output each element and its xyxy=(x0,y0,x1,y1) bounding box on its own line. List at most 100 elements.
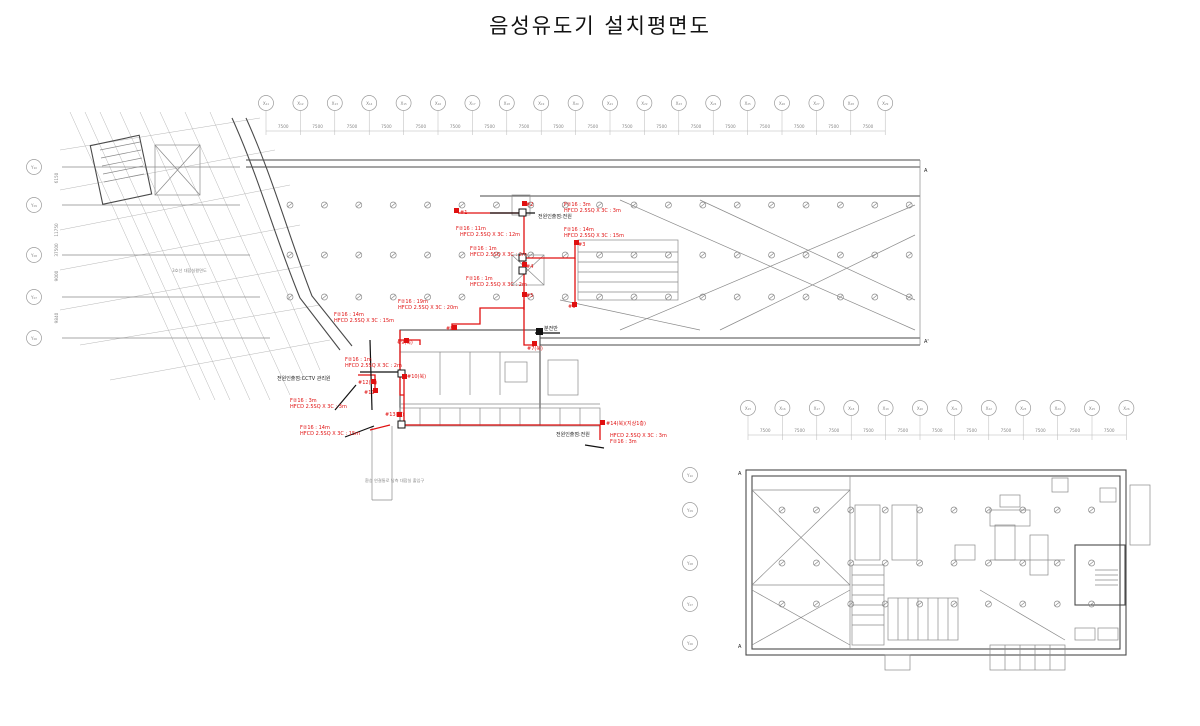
column-marker xyxy=(355,201,363,209)
device-marker xyxy=(404,338,409,343)
device-marker xyxy=(532,341,537,346)
svg-text:HFCD 2.5SQ X 3C : 15m: HFCD 2.5SQ X 3C : 15m xyxy=(334,318,394,324)
column-marker-slash xyxy=(665,202,672,208)
grid-bubble-label: X₂₁ xyxy=(607,101,614,106)
column-marker-slash xyxy=(562,252,568,258)
device-marker xyxy=(572,302,577,307)
grid-bubble xyxy=(26,247,42,263)
column-marker-slash xyxy=(631,202,637,208)
column-marker xyxy=(1019,559,1027,567)
column-marker-slash xyxy=(803,294,809,300)
column-marker-slash xyxy=(916,601,923,607)
cable-note-4: F②16 : 14m HFCD 2.5SQ X 3C : 15m xyxy=(564,227,624,239)
grid-bubble xyxy=(808,95,825,111)
column-marker xyxy=(561,201,569,209)
grid-spacing-label: 7500 xyxy=(966,428,977,433)
grid-bubble xyxy=(533,95,550,111)
column-marker-slash xyxy=(985,601,992,607)
column-marker xyxy=(458,293,466,301)
grid-spacing-label: 7500 xyxy=(347,124,358,129)
grid-bubble-label: Y₀₉ xyxy=(30,203,37,208)
grid-spacing-label: 7500 xyxy=(1035,428,1046,433)
svg-text:F②16 : 19m: F②16 : 19m xyxy=(398,299,428,305)
svg-text:F②16 : 11m: F②16 : 11m xyxy=(456,226,486,232)
grid-bubble xyxy=(1049,400,1066,416)
column-marker-slash xyxy=(951,601,957,607)
column-marker-slash xyxy=(1020,507,1026,513)
grid-spacing-label: 7500 xyxy=(863,124,874,129)
device-marker xyxy=(522,262,527,267)
svg-text:HFCD 2.5SQ X 3C : 3m: HFCD 2.5SQ X 3C : 3m xyxy=(610,433,667,439)
device-marker xyxy=(371,379,376,384)
column-marker xyxy=(905,293,913,301)
column-marker xyxy=(950,559,958,567)
column-markers xyxy=(286,201,913,301)
column-marker-slash xyxy=(321,294,328,300)
grid-bubble-label: X₂₅ xyxy=(1089,406,1096,411)
column-marker xyxy=(321,251,328,259)
column-marker-slash xyxy=(803,252,809,258)
grid-row-dimension: 11750 xyxy=(54,223,59,237)
grid-spacing-label: 7500 xyxy=(794,428,805,433)
column-marker-slash xyxy=(459,202,465,208)
column-marker xyxy=(847,559,855,567)
grid-bubble-label: X₁₈ xyxy=(848,406,855,411)
column-marker-slash xyxy=(803,202,809,208)
device-marker xyxy=(452,325,457,330)
svg-text:F②16 : 3m: F②16 : 3m xyxy=(610,439,637,445)
column-marker xyxy=(630,201,638,209)
device-tag: #11 xyxy=(364,390,375,396)
grid-bubble-label: Y₀₇ xyxy=(686,602,693,607)
column-marker xyxy=(871,201,879,209)
column-marker-slash xyxy=(813,601,820,607)
device-marker xyxy=(522,292,527,297)
grid-bubble xyxy=(946,400,963,416)
column-marker xyxy=(905,251,913,259)
grid-bubble-label: X₂₂ xyxy=(641,101,648,106)
line-mark-a-prime: A' xyxy=(924,339,929,345)
column-marker xyxy=(847,506,855,514)
lower-column-markers xyxy=(778,506,1095,608)
grid-bubble-label: Y₀₉ xyxy=(686,508,693,513)
column-marker xyxy=(665,251,672,259)
column-marker-slash xyxy=(1020,601,1026,607)
column-marker xyxy=(1019,506,1027,514)
grid-bubble xyxy=(464,95,481,111)
grid-bubble-label: X₁₄ xyxy=(366,101,373,106)
column-marker-slash xyxy=(734,252,740,258)
column-marker xyxy=(286,201,294,209)
column-marker xyxy=(630,293,638,301)
column-marker-slash xyxy=(700,202,706,208)
grid-spacing-label: 7500 xyxy=(932,428,943,433)
column-marker-slash xyxy=(779,507,785,513)
lower-walls: A A xyxy=(738,469,1151,671)
column-marker-slash xyxy=(596,202,603,208)
grid-bubble xyxy=(740,400,756,416)
grid-bubble-label: Y₁₀ xyxy=(30,165,37,170)
column-marker-slash xyxy=(459,294,465,300)
column-marker-slash xyxy=(562,294,568,300)
grid-spacing-label: 7500 xyxy=(1001,428,1012,433)
device-tag: #3 xyxy=(578,242,585,248)
device-tag: #1 xyxy=(460,210,467,216)
grid-bubble-label: X₂₂ xyxy=(986,406,993,411)
column-marker xyxy=(493,251,500,259)
svg-text:HFCD 2.5SQ X 3C : 12m: HFCD 2.5SQ X 3C : 12m xyxy=(460,232,520,238)
column-marker-slash xyxy=(493,202,500,208)
column-marker xyxy=(561,293,569,301)
device-tag: #7(북) xyxy=(527,346,543,352)
column-marker-slash xyxy=(906,294,912,300)
column-marker xyxy=(813,559,820,567)
column-marker-slash xyxy=(837,294,844,300)
grid-bubble xyxy=(1084,400,1100,416)
column-marker-slash xyxy=(768,202,775,208)
grid-spacing-label: 7500 xyxy=(312,124,323,129)
grid-bubble xyxy=(26,159,42,175)
column-marker-slash xyxy=(321,252,328,258)
column-marker-slash xyxy=(985,560,992,566)
column-marker xyxy=(837,293,844,301)
svg-text:HFCD 2.5SQ X 3C : 3m: HFCD 2.5SQ X 3C : 3m xyxy=(290,404,347,410)
cable-note-8: F②16 : 14m HFCD 2.5SQ X 3C : 15m xyxy=(334,312,394,324)
